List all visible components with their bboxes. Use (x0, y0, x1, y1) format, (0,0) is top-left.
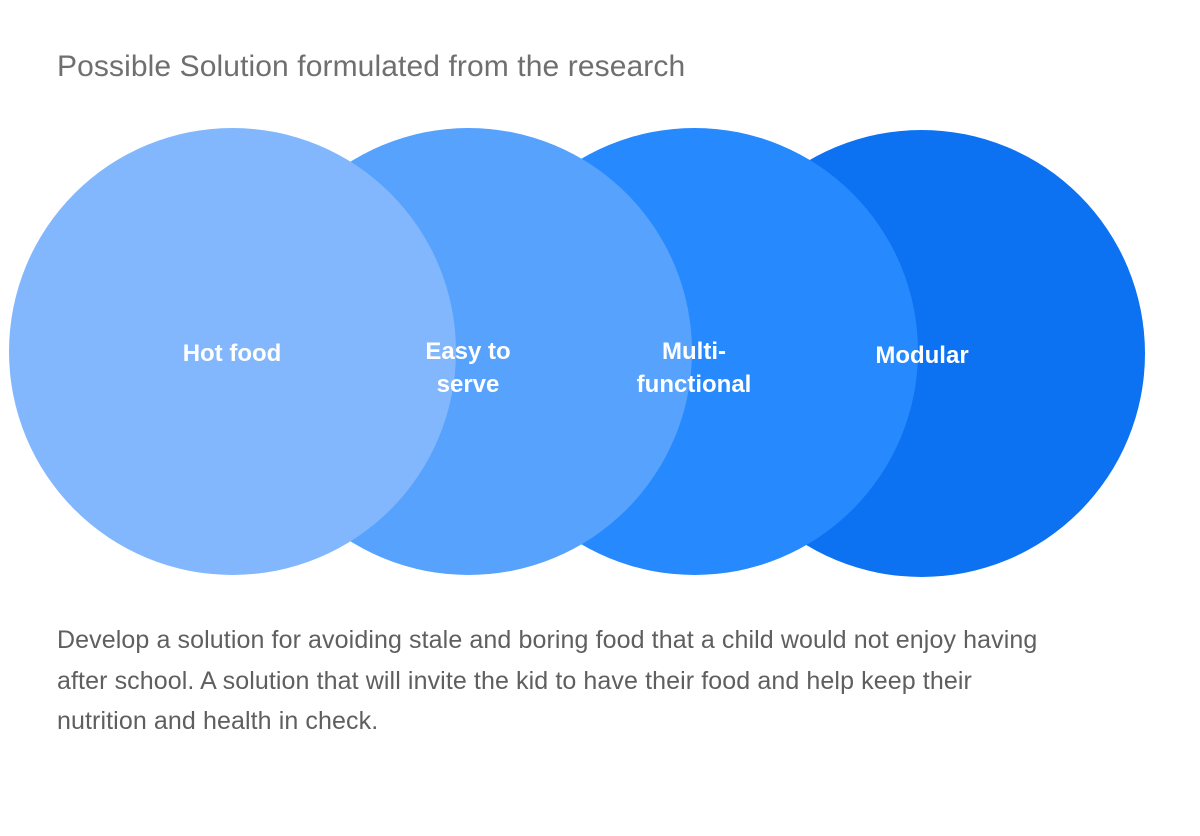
venn-diagram: Hot food Easy to serve Multi- functional… (9, 128, 1145, 577)
venn-circle-hot-food[interactable] (9, 128, 456, 575)
solution-description: Develop a solution for avoiding stale an… (57, 626, 1038, 735)
page-title: Possible Solution formulated from the re… (57, 50, 686, 83)
venn-label-easy-to-serve: Easy to serve (425, 338, 511, 399)
venn-label-multi-functional: Multi- functional (636, 338, 752, 399)
venn-label-hot-food: Hot food (182, 340, 282, 367)
venn-label-modular: Modular (875, 342, 969, 369)
